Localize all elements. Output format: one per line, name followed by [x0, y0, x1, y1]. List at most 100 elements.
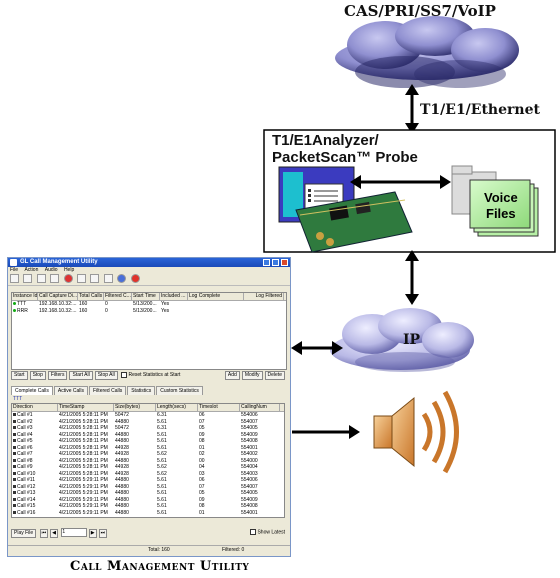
instance-header[interactable]: Instance Id	[13, 293, 38, 300]
call-header[interactable]: Length(secs)	[156, 404, 198, 411]
call-direction-icon	[13, 458, 16, 462]
open-icon[interactable]	[10, 274, 19, 283]
instance-header[interactable]: Call Capture Di...	[39, 293, 78, 300]
print-icon[interactable]	[103, 274, 113, 283]
call-cell: 44880	[115, 496, 129, 503]
call-cell: 44880	[115, 503, 129, 509]
call-cell: 554009	[241, 496, 258, 503]
first-page-icon[interactable]: ⏮	[39, 528, 49, 538]
tab-filtered-calls[interactable]: Filtered Calls	[89, 386, 127, 395]
help-icon[interactable]	[117, 274, 127, 283]
call-cell: 554006	[241, 412, 258, 418]
modify-button[interactable]: Modify	[241, 371, 263, 380]
call-header[interactable]: TimeStamp	[58, 404, 114, 411]
play-file-button[interactable]: Play File	[11, 528, 37, 538]
start-all-button[interactable]: Start All	[69, 371, 93, 380]
call-cell: 5.61	[157, 457, 167, 464]
new-icon[interactable]	[23, 274, 33, 283]
call-cell-wrap: Call #2	[12, 419, 58, 426]
call-direction-icon	[13, 445, 16, 449]
call-cell: 50472	[115, 425, 129, 431]
refresh-icon[interactable]	[50, 274, 60, 283]
call-cell: 44880	[115, 431, 129, 438]
instance-cell: 160	[79, 301, 88, 307]
reset-statistics-checkbox[interactable]	[121, 371, 128, 378]
instance-header[interactable]: Log Complete	[188, 293, 244, 300]
call-cell: 08	[199, 438, 205, 444]
call-cell: 4/21/2005 5:29:11 PM	[59, 509, 108, 516]
add-button[interactable]: Add	[224, 371, 240, 380]
instance-header[interactable]: Filtered C...	[105, 293, 132, 300]
menu-action[interactable]: Action	[24, 267, 39, 273]
call-cell: 554005	[241, 425, 258, 431]
show-latest-checkbox[interactable]	[250, 529, 257, 535]
stop-icon[interactable]	[63, 274, 73, 283]
call-cell: 04	[199, 464, 205, 470]
filters-button[interactable]: Filters	[47, 371, 68, 380]
menu-file[interactable]: File	[10, 267, 19, 273]
close-icon[interactable]	[281, 259, 288, 266]
page-input[interactable]: 1	[61, 528, 88, 537]
tab-custom-statistics[interactable]: Custom Statistics	[156, 386, 203, 395]
settings-icon[interactable]	[90, 274, 100, 283]
exit-icon[interactable]	[130, 274, 140, 283]
call-header[interactable]: CallingNum	[240, 404, 280, 411]
reset-statistics-label: Reset Statistics at Start	[128, 372, 181, 378]
call-cell-wrap: Call #6	[12, 445, 58, 452]
call-header[interactable]: Timeslot	[198, 404, 240, 411]
call-cell: 5.62	[157, 451, 167, 457]
menu-audio[interactable]: Audio	[44, 267, 58, 273]
minimize-icon[interactable]	[263, 259, 270, 266]
filter-icon[interactable]	[76, 274, 86, 283]
delete-icon[interactable]	[36, 274, 46, 283]
instance-header[interactable]: Included ...	[160, 293, 188, 300]
call-header[interactable]: Direction	[12, 404, 58, 411]
call-cell: 6.31	[157, 425, 167, 431]
instance-header[interactable]: Start Time	[132, 293, 160, 300]
call-direction-icon	[13, 465, 16, 469]
instance-header[interactable]: Total Calls	[79, 293, 104, 300]
stop-button[interactable]: Stop	[29, 371, 46, 380]
tab-active-calls[interactable]: Active Calls	[53, 386, 89, 395]
show-latest-label: Show Latest	[257, 529, 285, 536]
delete-button[interactable]: Delete	[264, 371, 285, 380]
call-cell: 554001	[241, 509, 258, 516]
menu-help[interactable]: Help	[63, 267, 75, 273]
start-button[interactable]: Start	[11, 371, 28, 380]
tab-statistics[interactable]: Statistics	[127, 386, 156, 395]
tab-complete-calls[interactable]: Complete Calls	[11, 386, 53, 395]
call-cell: 4/21/2005 5:28:11 PM	[59, 464, 108, 470]
prev-page-icon[interactable]: ◀	[50, 528, 58, 538]
stop-all-button[interactable]: Stop All	[94, 371, 118, 380]
voice-files-folder-icon	[451, 165, 539, 237]
instance-cell: 0	[105, 308, 108, 314]
last-page-icon[interactable]: ⏭	[98, 528, 108, 538]
call-cell: 554007	[241, 483, 258, 490]
maximize-icon[interactable]	[272, 259, 279, 266]
call-cell: 4/21/2005 5:28:11 PM	[59, 457, 108, 464]
instance-header[interactable]: Log Filtered	[244, 293, 284, 300]
next-page-icon[interactable]: ▶	[88, 528, 97, 538]
call-header[interactable]: Size(bytes)	[114, 404, 156, 411]
speaker-icon	[373, 390, 459, 474]
